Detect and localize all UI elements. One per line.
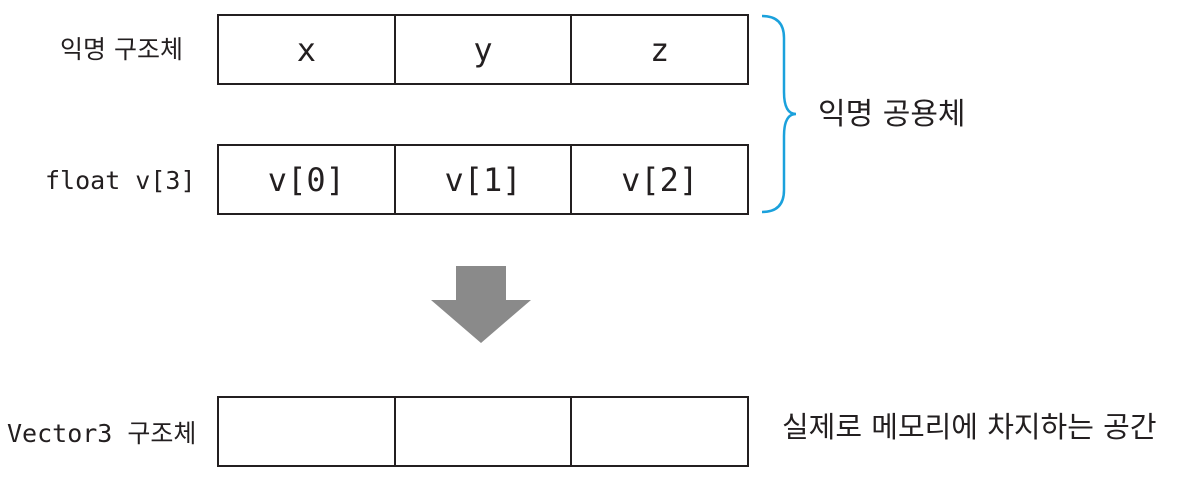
down-arrow-icon: [431, 266, 531, 343]
float-array-row: v[0] v[1] v[2]: [217, 144, 749, 215]
union-label: 익명 공용체: [818, 97, 966, 132]
union-brace: [761, 14, 797, 214]
cell-z: z: [570, 16, 747, 83]
float-array-label: float v[3]: [45, 166, 196, 195]
cell-y: y: [393, 16, 571, 83]
memory-label: 실제로 메모리에 차지하는 공간: [782, 410, 1157, 444]
anonymous-struct-row: x y z: [217, 14, 749, 85]
vector3-struct-label: Vector3 구조체: [7, 421, 196, 446]
cell-v0: v[0]: [267, 160, 345, 199]
memory-cell-3: [570, 398, 747, 465]
cell-v1: v[1]: [393, 146, 571, 213]
memory-cell-2: [393, 398, 571, 465]
vector3-struct-row: [217, 396, 749, 467]
cell-v2: v[2]: [570, 146, 747, 213]
memory-cell-1: [219, 398, 394, 465]
anonymous-struct-label: 익명 구조체: [60, 35, 183, 64]
vector3-struct-label-text: Vector3 구조체: [7, 419, 197, 448]
cell-x: x: [296, 30, 316, 69]
